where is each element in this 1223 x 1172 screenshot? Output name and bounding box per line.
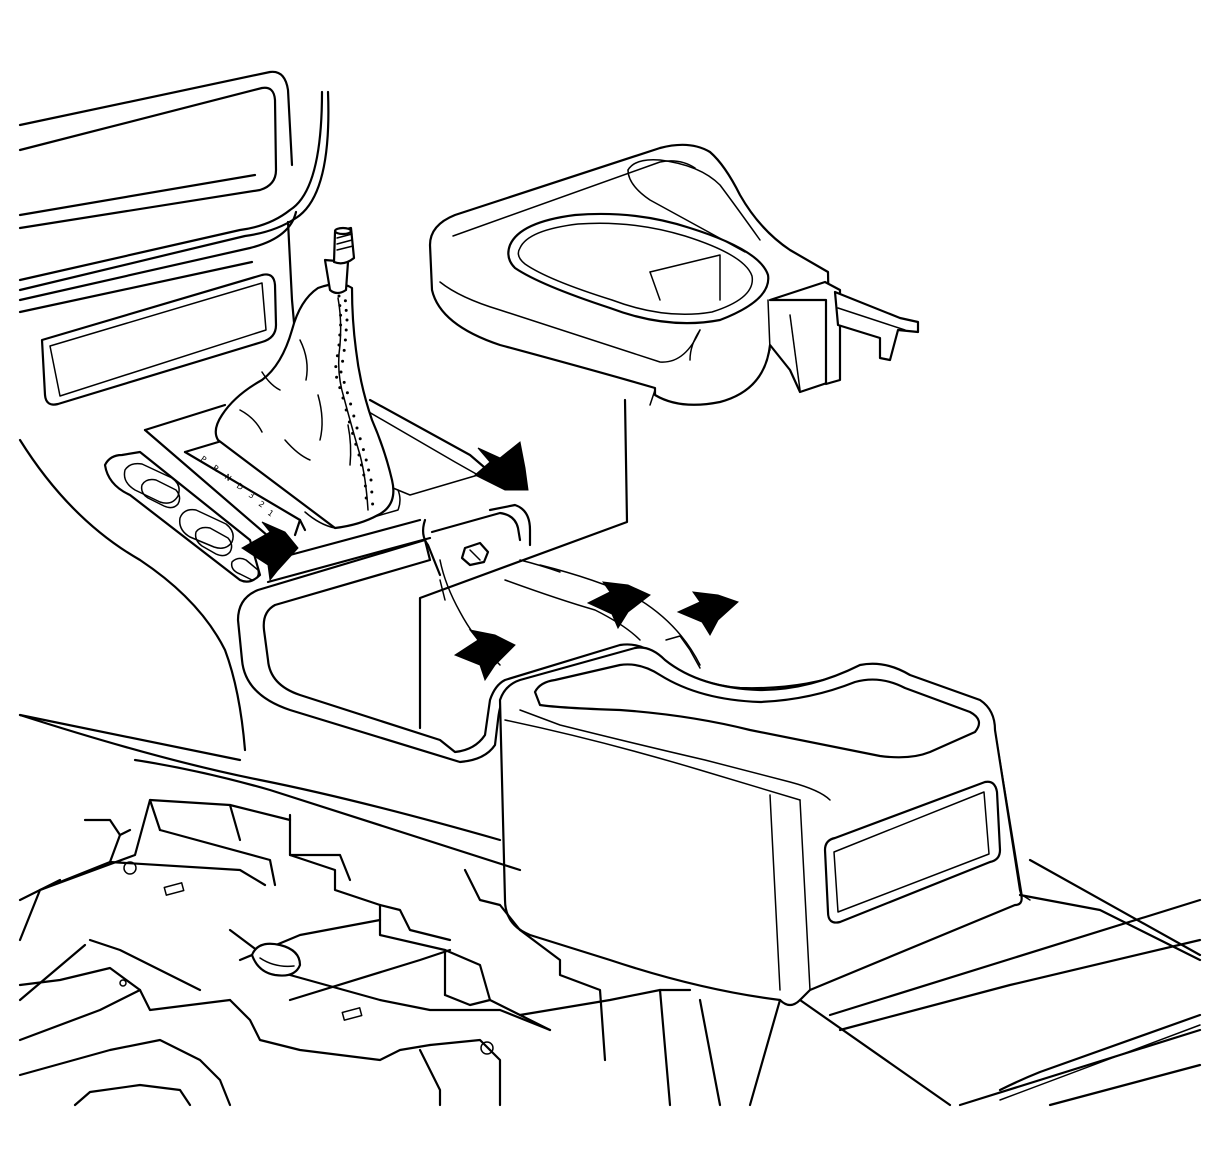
stitch-dot <box>339 313 343 317</box>
stitch-dot <box>347 420 351 424</box>
stitch-dot <box>335 375 339 379</box>
arrow-rear-console-center <box>586 581 651 630</box>
stitch-dot <box>345 318 349 322</box>
stitch-dot <box>335 354 339 358</box>
stitch-dot <box>339 370 343 374</box>
gear-letter-n: N <box>223 472 233 483</box>
stitch-dot <box>355 426 359 430</box>
stitch-dot <box>345 391 349 395</box>
floor-pan <box>18 713 1202 1107</box>
stitch-dot <box>341 396 345 400</box>
arrow-rear-console-right <box>676 591 739 637</box>
stitch-dot <box>352 414 356 418</box>
arrow-shifter-opening-right <box>474 441 529 491</box>
stitch-dot <box>343 299 347 303</box>
stitch-dot <box>343 338 347 342</box>
shift-lever <box>323 226 356 295</box>
stitch-dot <box>370 490 374 494</box>
stitch-dot <box>364 496 368 500</box>
stitch-dot <box>363 484 367 488</box>
stitch-dot <box>344 308 348 312</box>
stitch-dot <box>362 473 366 477</box>
stitch-dot <box>342 348 346 352</box>
stitch-dot <box>334 365 338 369</box>
stitch-dot <box>349 402 353 406</box>
gear-indicator: P R N D 3 2 1 <box>199 454 275 518</box>
stitch-dot <box>359 463 363 467</box>
alignment-lines <box>418 398 629 730</box>
stitch-dot <box>354 442 358 446</box>
stitch-dot <box>358 437 362 441</box>
stitch-dot <box>338 386 342 390</box>
gear-letter-1: 1 <box>266 508 275 518</box>
stitch-dot <box>344 328 348 332</box>
stitch-dot <box>341 359 345 363</box>
fastener-arrows <box>241 441 739 682</box>
stitch-dot <box>361 448 365 452</box>
gear-letter-d: D <box>235 481 245 492</box>
stitch-dot <box>338 333 342 337</box>
dash-storage-pocket <box>40 273 278 406</box>
stitch-dot <box>369 478 373 482</box>
stitch-dot <box>344 408 348 412</box>
stitch-dot <box>367 468 371 472</box>
gear-letter-2: 2 <box>257 499 266 509</box>
instrument-panel <box>18 70 330 347</box>
cup-holder <box>428 143 920 406</box>
stitch-dot <box>342 380 346 384</box>
stitch-dot <box>337 343 341 347</box>
arrow-rear-console-left <box>453 629 516 682</box>
gear-letter-r: R <box>211 463 221 474</box>
shift-boot <box>214 282 395 530</box>
stitch-dot <box>357 453 361 457</box>
arrow-shifter-opening-left <box>241 521 299 582</box>
stitch-dot <box>364 458 368 462</box>
stitch-dot <box>371 502 375 506</box>
stitch-dot <box>339 323 343 327</box>
rear-console <box>498 646 1031 1007</box>
front-console-side <box>18 438 502 842</box>
stitch-dot <box>338 304 342 308</box>
stitch-dot <box>351 431 355 435</box>
switch-bank <box>103 450 262 583</box>
boot-stitching <box>334 294 375 506</box>
stitch-dot <box>337 294 341 298</box>
gear-letter-p: P <box>199 454 208 464</box>
gear-letter-3: 3 <box>247 490 256 500</box>
